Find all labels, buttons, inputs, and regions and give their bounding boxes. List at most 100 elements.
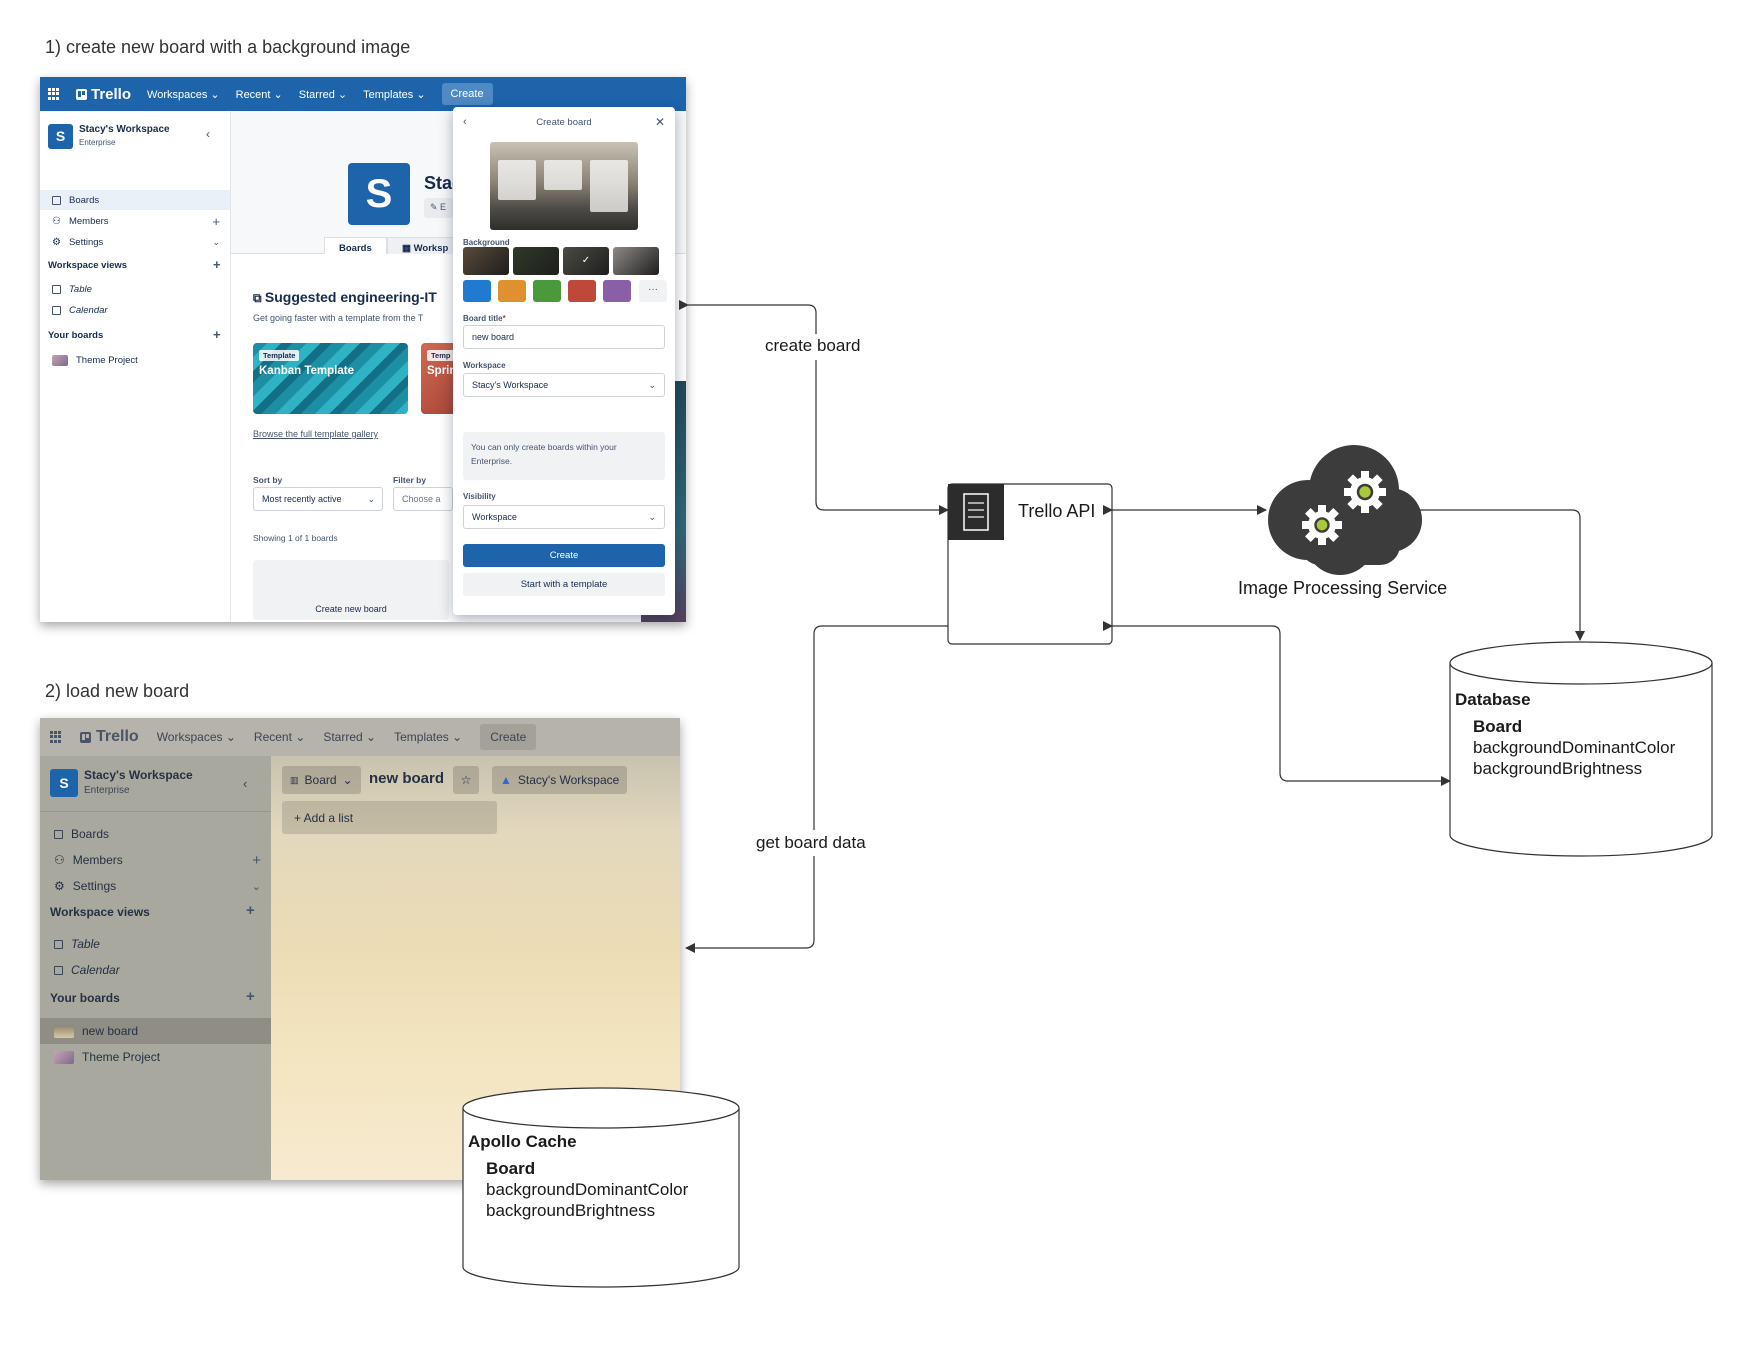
tab-workspace[interactable]: ▦ Worksp	[387, 237, 464, 259]
calendar-icon	[54, 965, 63, 975]
nav-starred-label: Starred	[323, 730, 363, 744]
apollo-cache-cylinder[interactable]	[462, 1087, 740, 1288]
browse-templates-link[interactable]: Browse the full template gallery	[253, 429, 379, 439]
popover-title: Create board	[536, 117, 592, 128]
your-boards-heading: Your boards+	[48, 327, 221, 342]
app-switcher-icon[interactable]	[50, 731, 62, 743]
visibility-select[interactable]: Workspace⌄	[463, 505, 665, 529]
sidebar-item-members[interactable]: ⚇Members+	[40, 847, 271, 873]
board-view-switcher[interactable]: ▥Board⌄	[282, 766, 361, 794]
create-board-button[interactable]: Create	[463, 544, 665, 567]
nav-templates-label: Templates	[394, 730, 449, 744]
add-board-icon[interactable]: +	[213, 327, 221, 342]
create-new-board-tile[interactable]: Create new board	[253, 560, 449, 620]
filter-select[interactable]: Choose a	[393, 487, 453, 511]
sidebar-item-label: Table	[69, 283, 92, 295]
nav-workspaces[interactable]: Workspaces ⌄	[147, 88, 220, 101]
collapse-sidebar-icon[interactable]: ‹	[206, 127, 210, 141]
start-with-template-button[interactable]: Start with a template	[463, 573, 665, 596]
nav-starred-label: Starred	[298, 88, 335, 101]
board-title[interactable]: new board	[369, 770, 445, 787]
back-icon[interactable]: ‹	[463, 116, 467, 128]
nav-starred[interactable]: Starred ⌄	[323, 730, 376, 744]
star-board-button[interactable]: ☆	[453, 766, 479, 794]
create-button[interactable]: Create	[480, 724, 537, 750]
edit-icon[interactable]: ✎ E	[424, 198, 454, 218]
sidebar-item-theme-project[interactable]: Theme Project	[40, 1044, 271, 1070]
sidebar-item-table[interactable]: Table	[40, 279, 230, 299]
collapse-sidebar-icon[interactable]: ‹	[243, 776, 248, 791]
add-board-icon[interactable]: +	[246, 988, 255, 1005]
chevron-down-icon: ⌄	[366, 730, 377, 744]
background-photo-swatch[interactable]	[463, 247, 509, 275]
trello-logo[interactable]: Trello	[76, 86, 131, 103]
sidebar-item-calendar[interactable]: Calendar	[40, 300, 230, 320]
add-member-icon[interactable]: +	[212, 213, 220, 229]
nav-starred[interactable]: Starred ⌄	[299, 88, 347, 101]
nav-recent[interactable]: Recent ⌄	[236, 88, 283, 101]
sidebar-item-label: Settings	[72, 879, 117, 893]
create-button[interactable]: Create	[441, 83, 493, 105]
background-photo-swatch[interactable]	[513, 247, 559, 275]
background-color-swatch[interactable]	[603, 280, 631, 302]
sidebar-item-label: Settings	[68, 236, 104, 248]
sidebar-item-new-board[interactable]: new board	[40, 1018, 271, 1044]
edge-label-bg	[750, 830, 878, 856]
template-card-kanban[interactable]: Template Kanban Template	[253, 343, 408, 414]
app-switcher-icon[interactable]	[48, 88, 60, 100]
table-icon: ▦	[402, 243, 414, 254]
edge-get-board-data	[685, 621, 957, 953]
background-color-swatch[interactable]	[498, 280, 526, 302]
nav-recent-label: Recent	[235, 88, 271, 101]
gear-icon: ⚙	[54, 879, 65, 893]
nav-templates[interactable]: Templates ⌄	[394, 730, 462, 744]
add-member-icon[interactable]: +	[252, 851, 261, 869]
nav-workspaces[interactable]: Workspaces ⌄	[157, 730, 236, 744]
more-backgrounds-button[interactable]: ···	[639, 280, 667, 302]
trello-logo[interactable]: Trello	[80, 728, 139, 746]
board-title-input[interactable]: new board	[463, 325, 665, 349]
add-view-icon[interactable]: +	[246, 902, 255, 919]
sidebar-item-label: Members	[68, 215, 109, 227]
sidebar-item-calendar[interactable]: Calendar	[40, 957, 271, 983]
database-cylinder[interactable]	[1449, 641, 1713, 857]
database-entity: Board	[1473, 717, 1523, 736]
nav-recent[interactable]: Recent ⌄	[254, 730, 305, 744]
database-text: Database Board backgroundDominantColor b…	[1455, 689, 1675, 779]
nav-templates[interactable]: Templates ⌄	[363, 88, 425, 101]
add-view-icon[interactable]: +	[213, 257, 221, 272]
sidebar-item-boards[interactable]: Boards	[40, 821, 271, 847]
table-icon	[54, 939, 63, 949]
close-icon[interactable]: ✕	[654, 115, 665, 129]
tab-boards[interactable]: Boards	[324, 237, 387, 259]
workspace-name-text: Stacy's Workspace	[84, 768, 193, 782]
sidebar-item-theme-project[interactable]: Theme Project	[40, 350, 230, 370]
gear-icon	[1302, 505, 1342, 545]
trello-topbar: Trello Workspaces ⌄ Recent ⌄ Starred ⌄ T…	[40, 77, 686, 111]
background-photo-swatch[interactable]: ✓	[563, 247, 609, 275]
sort-select[interactable]: Most recently active⌄	[253, 487, 383, 511]
showing-count: Showing 1 of 1 boards	[253, 533, 338, 543]
background-color-swatch[interactable]	[463, 280, 491, 302]
workspace-chip-label: Stacy's Workspace	[517, 773, 620, 787]
background-photo-swatch[interactable]	[613, 247, 659, 275]
sidebar-item-settings[interactable]: ⚙Settings⌄	[40, 232, 230, 252]
background-color-swatch[interactable]	[568, 280, 596, 302]
sidebar-item-label: Table	[71, 937, 100, 951]
sidebar-item-label: new board	[82, 1024, 139, 1038]
sidebar-item-members[interactable]: ⚇Members+	[40, 211, 230, 231]
database-field: backgroundDominantColor	[1473, 738, 1676, 757]
board-thumbnail	[54, 1024, 74, 1038]
sidebar-item-table[interactable]: Table	[40, 931, 271, 957]
sidebar-item-boards[interactable]: Boards	[40, 190, 230, 210]
nav-workspaces-label: Workspaces	[156, 730, 223, 744]
add-list-button[interactable]: + Add a list	[282, 801, 497, 834]
workspace-select[interactable]: Stacy's Workspace⌄	[463, 373, 665, 397]
background-color-swatch[interactable]	[533, 280, 561, 302]
sidebar-item-settings[interactable]: ⚙Settings⌄	[40, 873, 271, 899]
workspace-chip[interactable]: ▲Stacy's Workspace	[492, 766, 628, 794]
